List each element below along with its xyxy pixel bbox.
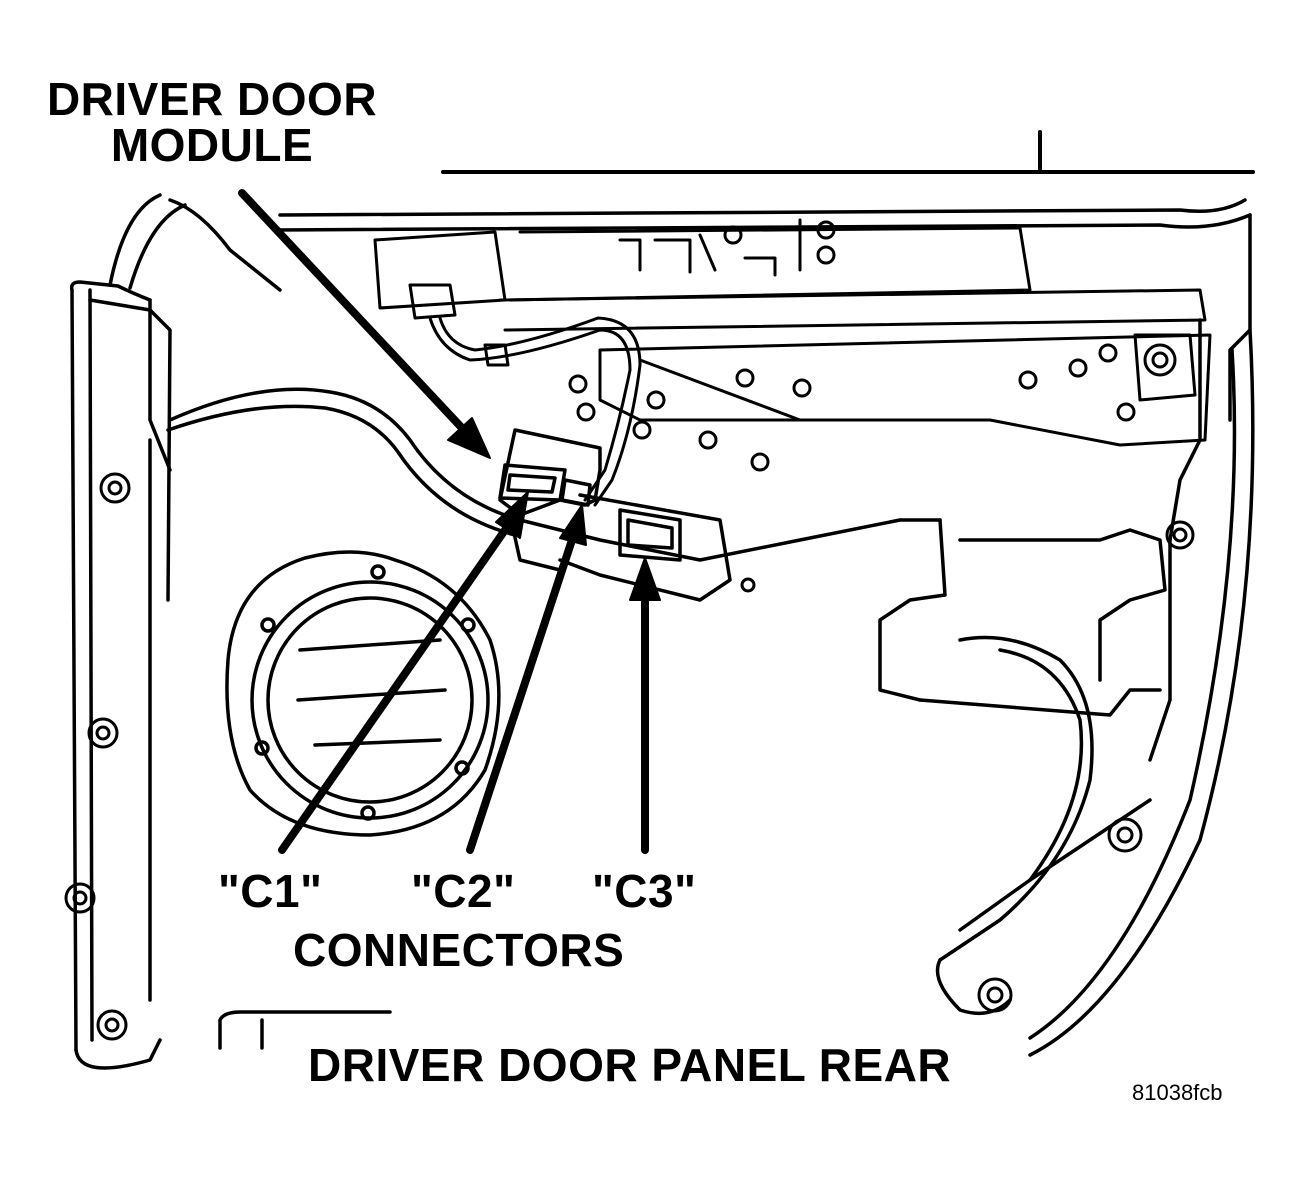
driver-door-module-label: DRIVER DOOR MODULE — [32, 76, 392, 168]
leader-arrows — [238, 189, 661, 854]
fasteners — [64, 220, 1195, 1041]
door-frame — [69, 193, 1255, 1070]
driver-door-module-label-line1: DRIVER DOOR — [46, 73, 378, 125]
arrow-c3 — [629, 557, 661, 854]
driver-door-panel-rear-label: DRIVER DOOR PANEL REAR — [308, 1039, 952, 1091]
connector-c3-label: "C3" — [592, 865, 697, 917]
driver-door-module-label-line2: MODULE — [110, 119, 314, 171]
top-edge-line — [441, 130, 1255, 174]
connectors-label: CONNECTORS — [293, 924, 625, 976]
arrow-c2 — [466, 504, 587, 854]
speaker — [225, 550, 501, 837]
arrow-driver-door-module — [238, 189, 491, 459]
connector-c1-label: "C1" — [218, 865, 323, 917]
connector-block — [498, 428, 732, 602]
figure-id-label: 81038fcb — [1132, 1080, 1223, 1105]
connector-c2-label: "C2" — [411, 865, 516, 917]
module-housing — [373, 218, 1212, 447]
wiring-harness — [408, 283, 642, 507]
arrow-c1 — [278, 491, 529, 854]
